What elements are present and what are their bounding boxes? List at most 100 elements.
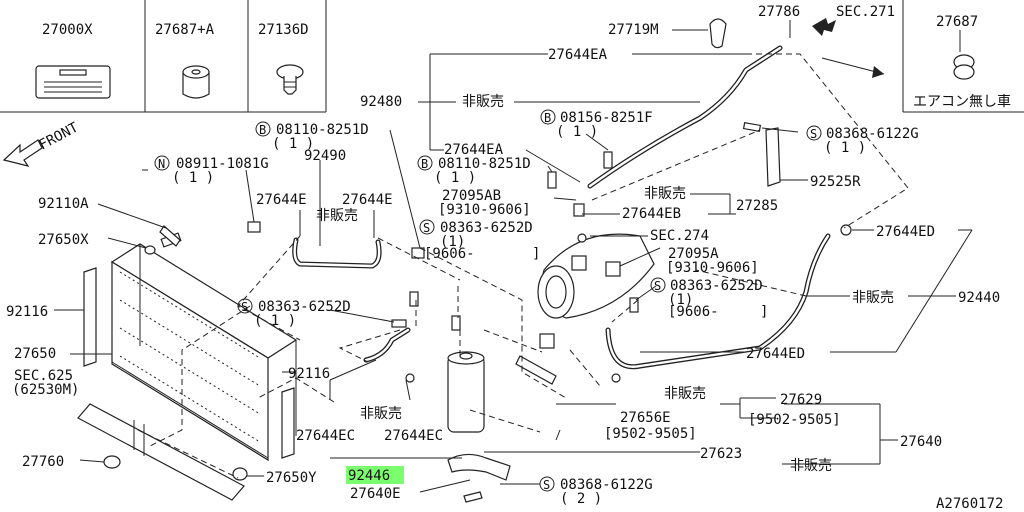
label-27285[interactable]: 27285 xyxy=(736,198,778,214)
label-date-9606-1: [9606- xyxy=(424,246,475,262)
condenser-27650 xyxy=(110,243,298,462)
label-27656e[interactable]: 27656E xyxy=(620,410,671,426)
label-08110-2[interactable]: 08110-8251D xyxy=(438,156,531,172)
label-27000x[interactable]: 27000X xyxy=(42,22,93,38)
mark-n: N xyxy=(158,157,165,171)
pipe-27644e xyxy=(292,237,382,269)
circle-b-icon xyxy=(540,109,556,125)
label-date-9606-2: [9606- xyxy=(668,304,719,320)
label-92480[interactable]: 92480 xyxy=(360,94,402,110)
bolt-92110a xyxy=(159,225,181,247)
label-27644ed-1[interactable]: 27644ED xyxy=(876,224,935,240)
label-08363-1[interactable]: 08363-6252D xyxy=(440,220,533,236)
label-92116-2[interactable]: 92116 xyxy=(288,366,330,382)
label-27644ea-1[interactable]: 27644EA xyxy=(548,47,608,63)
label-08110-1[interactable]: 08110-8251D xyxy=(276,122,369,138)
bracket-92525r xyxy=(765,127,781,187)
label-92446[interactable]: 92446 xyxy=(348,468,390,484)
label-92440[interactable]: 92440 xyxy=(958,290,1000,306)
label-08156[interactable]: 08156-8251F xyxy=(560,110,653,126)
label-27650[interactable]: 27650 xyxy=(14,346,56,362)
receiver-drier-27640 xyxy=(447,351,485,433)
label-27719m[interactable]: 27719M xyxy=(608,22,659,38)
label-27640[interactable]: 27640 xyxy=(900,434,942,450)
label-qty-1d: ( 1 ) xyxy=(172,170,214,186)
label-92116-1[interactable]: 92116 xyxy=(6,304,48,320)
label-27136d[interactable]: 27136D xyxy=(258,22,309,38)
legend-box-group xyxy=(0,0,1024,113)
bushing-icon xyxy=(182,65,210,99)
pipe-27644ec xyxy=(363,327,411,363)
label-not-sold-5: 非販売 xyxy=(664,386,706,402)
label-27687[interactable]: 27687 xyxy=(936,14,978,30)
label-27687a[interactable]: 27687+A xyxy=(155,22,215,38)
clip-icon xyxy=(276,64,304,95)
label-08911[interactable]: 08911-1081G xyxy=(176,156,269,172)
label-bracket-2: ] xyxy=(760,304,768,320)
label-qty-1g: (1) xyxy=(668,292,693,308)
label-27095a[interactable]: 27095A xyxy=(668,246,719,262)
mark-b-1: B xyxy=(259,123,266,137)
label-27640e[interactable]: 27640E xyxy=(350,486,401,502)
label-08363-3[interactable]: 08363-6252D xyxy=(258,299,351,315)
label-qty-1a: ( 1 ) xyxy=(272,136,314,152)
front-arrow-icon xyxy=(2,139,43,167)
mount-27760 xyxy=(103,455,121,469)
mark-s-4: S xyxy=(241,300,248,314)
label-date-9502-2: [9502-9505] xyxy=(748,412,841,428)
diagram-code: A2760172 xyxy=(936,496,1003,512)
switch-27095ab xyxy=(573,203,587,243)
bolt-08368-2 xyxy=(463,491,483,503)
circle-s-icon xyxy=(539,476,555,492)
label-not-sold-1: 非販売 xyxy=(462,94,504,110)
circle-n-icon xyxy=(154,155,170,171)
label-08368-1[interactable]: 08368-6122G xyxy=(826,126,919,142)
label-08368-2[interactable]: 08368-6122G xyxy=(560,477,653,493)
mark-s-2: S xyxy=(423,221,430,235)
label-27644ec-1[interactable]: 27644EC xyxy=(296,428,355,444)
label-92525r[interactable]: 92525R xyxy=(810,174,861,190)
label-92110a[interactable]: 92110A xyxy=(38,196,89,212)
circle-b-icon xyxy=(255,121,271,137)
label-27644ea-2[interactable]: 27644EA xyxy=(444,142,504,158)
label-27623[interactable]: 27623 xyxy=(700,446,742,462)
circle-s-icon xyxy=(650,277,666,293)
label-27644eb[interactable]: 27644EB xyxy=(622,206,681,222)
mark-b-2: B xyxy=(544,111,551,125)
label-bracket-1: ] xyxy=(532,246,540,262)
label-27650x[interactable]: 27650X xyxy=(38,232,89,248)
pipe-27644ed xyxy=(605,233,831,370)
label-sec271[interactable]: SEC.271 xyxy=(836,4,895,20)
circle-s-icon xyxy=(419,219,435,235)
label-front: FRONT xyxy=(36,119,81,153)
label-qty-2: ( 2 ) xyxy=(560,491,602,507)
grommet-icon xyxy=(953,54,975,80)
circle-s-icon xyxy=(806,125,822,141)
label-27760[interactable]: 27760 xyxy=(22,454,64,470)
label-qty-1h: ( 1 ) xyxy=(254,313,296,329)
label-not-sold-2: 非販売 xyxy=(316,208,358,224)
mount-27650y xyxy=(232,467,248,481)
mark-b-3: B xyxy=(421,157,428,171)
label-qty-1e: ( 1 ) xyxy=(434,170,476,186)
label-08363-2[interactable]: 08363-6252D xyxy=(670,278,763,294)
circle-b-icon xyxy=(417,155,433,171)
label-no-ac: エアコン無し車 xyxy=(913,93,1011,110)
label-date-9502-1: [9502-9505] xyxy=(604,426,697,442)
label-27095ab[interactable]: 27095AB xyxy=(442,188,501,204)
label-qty-1b: ( 1 ) xyxy=(556,124,598,140)
seal-92116-right xyxy=(281,387,295,459)
label-27644ec-2[interactable]: 27644EC xyxy=(384,428,443,444)
label-27644e-2[interactable]: 27644E xyxy=(342,192,393,208)
label-27644ed-2[interactable]: 27644ED xyxy=(746,346,805,362)
label-27644e-1[interactable]: 27644E xyxy=(256,192,307,208)
label-plate-icon xyxy=(35,65,111,99)
label-not-sold-6: 非販売 xyxy=(360,406,402,422)
label-27650y[interactable]: 27650Y xyxy=(266,470,317,486)
label-sec625[interactable]: SEC.625 xyxy=(14,368,73,384)
label-27629[interactable]: 27629 xyxy=(780,392,822,408)
label-sec274[interactable]: SEC.274 xyxy=(650,228,709,244)
label-27786[interactable]: 27786 xyxy=(758,4,800,20)
label-92490[interactable]: 92490 xyxy=(304,148,346,164)
